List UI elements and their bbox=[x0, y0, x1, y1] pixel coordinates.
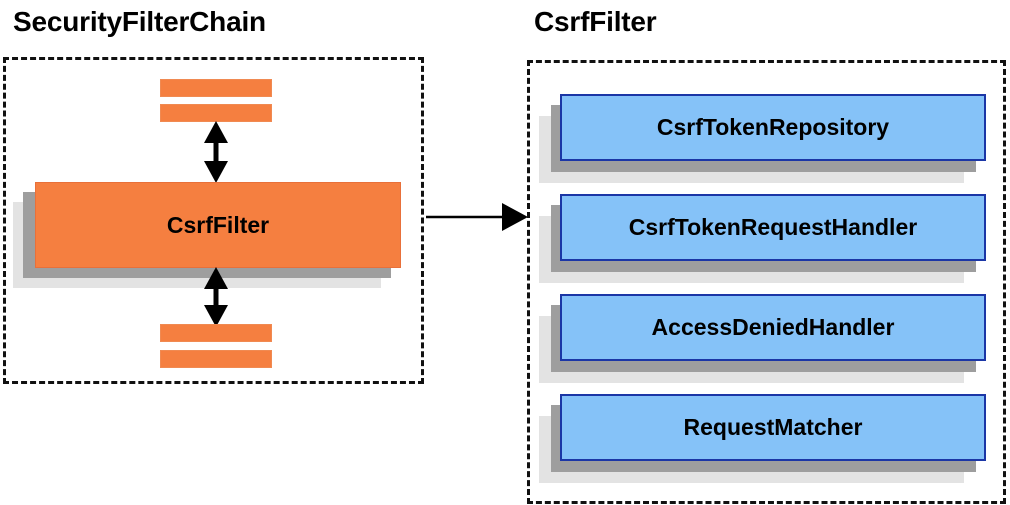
card-label: CsrfFilter bbox=[35, 182, 401, 268]
card-csrf-token-request-handler[interactable]: CsrfTokenRequestHandler bbox=[539, 194, 986, 283]
filter-bar-top-1 bbox=[160, 79, 272, 97]
card-access-denied-handler[interactable]: AccessDeniedHandler bbox=[539, 294, 986, 383]
card-label: RequestMatcher bbox=[560, 394, 986, 461]
double-arrow-down-icon bbox=[204, 267, 228, 327]
arrow-right-icon bbox=[426, 203, 528, 231]
filter-bar-top-2 bbox=[160, 104, 272, 122]
card-label: CsrfTokenRepository bbox=[560, 94, 986, 161]
card-request-matcher[interactable]: RequestMatcher bbox=[539, 394, 986, 483]
filter-bar-bottom-2 bbox=[160, 350, 272, 368]
card-label: CsrfTokenRequestHandler bbox=[560, 194, 986, 261]
csrf-filter-container bbox=[527, 60, 1006, 504]
card-csrf-filter[interactable]: CsrfFilter bbox=[13, 182, 401, 288]
filter-bar-bottom-1 bbox=[160, 324, 272, 342]
page-title-security-filter-chain: SecurityFilterChain bbox=[13, 6, 266, 37]
double-arrow-up-icon bbox=[204, 121, 228, 183]
security-filter-chain-container bbox=[3, 57, 424, 384]
card-csrf-token-repository[interactable]: CsrfTokenRepository bbox=[539, 94, 986, 183]
page-title-csrf-filter: CsrfFilter bbox=[534, 6, 657, 37]
card-label: AccessDeniedHandler bbox=[560, 294, 986, 361]
